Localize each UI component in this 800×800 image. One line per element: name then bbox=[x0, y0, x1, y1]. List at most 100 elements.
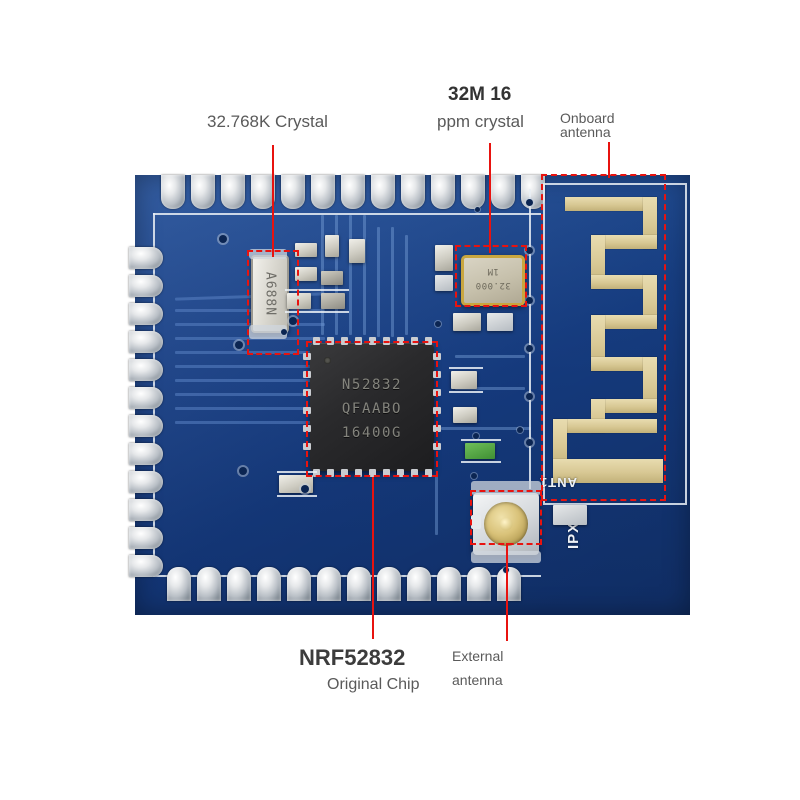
smd-component bbox=[487, 313, 513, 331]
via bbox=[526, 199, 533, 206]
castellated-pad bbox=[129, 331, 163, 353]
antenna-keepout-outline bbox=[543, 183, 687, 505]
castellated-pad bbox=[129, 527, 163, 549]
smd-led bbox=[465, 443, 495, 459]
castellated-pad bbox=[129, 247, 163, 269]
via bbox=[239, 467, 247, 475]
chip-pin bbox=[313, 469, 320, 477]
castellated-pad bbox=[257, 567, 281, 601]
silkscreen-ipx-label: IPX bbox=[565, 521, 582, 549]
castellated-pad bbox=[317, 567, 341, 601]
castellated-pad bbox=[347, 567, 371, 601]
castellated-pad bbox=[129, 443, 163, 465]
via bbox=[473, 433, 479, 439]
label-crystal-32m-title: 32M 16 bbox=[448, 84, 512, 105]
pcb-trace bbox=[175, 421, 325, 424]
antenna-feed-pad bbox=[553, 459, 663, 483]
pcb-trace bbox=[455, 355, 525, 358]
smd-component bbox=[321, 293, 345, 309]
castellated-pad bbox=[407, 567, 431, 601]
label-external-antenna-subtitle: antenna bbox=[452, 672, 503, 688]
antenna-segment bbox=[591, 275, 657, 289]
castellated-pad bbox=[497, 567, 521, 601]
leader-line-crystal-32m bbox=[489, 143, 491, 253]
highlight-box-crystal-32768 bbox=[247, 250, 299, 355]
chip-pin bbox=[327, 469, 334, 477]
chip-pin bbox=[369, 469, 376, 477]
onboard-antenna-trace bbox=[529, 183, 687, 505]
castellated-pad bbox=[129, 499, 163, 521]
silkscreen-outline bbox=[529, 189, 531, 489]
smd-component bbox=[435, 245, 453, 271]
nrf52832-chip: N52832 QFAABO 16400G bbox=[310, 343, 434, 471]
castellated-pad bbox=[431, 175, 455, 209]
smd-component bbox=[435, 275, 453, 291]
smd-component bbox=[553, 505, 587, 525]
castellated-pad bbox=[371, 175, 395, 209]
silkscreen-outline bbox=[277, 495, 317, 497]
castellated-pad bbox=[467, 567, 491, 601]
castellated-pad bbox=[437, 567, 461, 601]
pcb-trace bbox=[175, 323, 325, 326]
castellated-pad bbox=[167, 567, 191, 601]
via bbox=[289, 317, 297, 325]
label-crystal-32m-subtitle: ppm crystal bbox=[437, 112, 524, 131]
castellated-pad bbox=[251, 175, 275, 209]
castellated-pad bbox=[311, 175, 335, 209]
chip-pin bbox=[341, 469, 348, 477]
castellated-pad bbox=[129, 415, 163, 437]
castellated-pad bbox=[129, 387, 163, 409]
pcb-trace bbox=[363, 215, 366, 335]
pcb-module: ANT1 IPX A688N 1M 32.000 N52832 QFAABO bbox=[129, 175, 690, 615]
silkscreen-outline bbox=[461, 439, 501, 441]
smd-component bbox=[349, 239, 365, 263]
silkscreen-outline bbox=[285, 289, 349, 291]
smd-component bbox=[287, 293, 311, 309]
castellated-pad bbox=[377, 567, 401, 601]
castellated-pad bbox=[227, 567, 251, 601]
pcb-trace bbox=[175, 393, 325, 396]
label-external-antenna-title: External bbox=[452, 648, 504, 664]
silkscreen-outline bbox=[461, 461, 501, 463]
castellated-pad bbox=[129, 471, 163, 493]
castellated-pad bbox=[221, 175, 245, 209]
pcb-trace bbox=[391, 227, 394, 337]
smd-component bbox=[325, 235, 339, 257]
castellated-pad bbox=[161, 175, 185, 209]
leader-line-onboard-antenna bbox=[608, 142, 610, 178]
antenna-segment bbox=[565, 197, 657, 211]
highlight-box-onboard-antenna bbox=[541, 174, 666, 501]
pcb-trace bbox=[175, 365, 325, 368]
castellated-pad bbox=[129, 359, 163, 381]
pcb-trace bbox=[175, 407, 325, 410]
smd-component bbox=[295, 267, 317, 281]
chip-marking-line3: 16400G bbox=[341, 425, 403, 441]
via bbox=[526, 439, 533, 446]
smd-component bbox=[295, 243, 317, 257]
via bbox=[475, 207, 480, 212]
ipx-gold-ring bbox=[484, 502, 528, 546]
castellated-pad bbox=[129, 303, 163, 325]
castellated-pad bbox=[461, 175, 485, 209]
pcb-trace bbox=[455, 387, 525, 390]
pcb-trace bbox=[405, 235, 408, 335]
pcb-trace bbox=[377, 227, 380, 337]
solder-joint bbox=[249, 249, 287, 259]
label-main-chip-title: NRF52832 bbox=[299, 645, 406, 670]
via bbox=[219, 235, 227, 243]
pcb-trace bbox=[175, 309, 325, 312]
castellated-pad bbox=[129, 275, 163, 297]
crystal-32mhz: 1M 32.000 bbox=[461, 255, 525, 306]
pcb-trace bbox=[175, 379, 325, 382]
smd-component bbox=[453, 313, 481, 331]
antenna-segment bbox=[553, 419, 657, 433]
castellated-pad bbox=[197, 567, 221, 601]
via bbox=[281, 329, 287, 335]
castellated-pad bbox=[287, 567, 311, 601]
antenna-segment bbox=[553, 419, 567, 469]
via bbox=[526, 345, 533, 352]
highlight-box-crystal-32m bbox=[455, 245, 527, 307]
castellated-pad bbox=[191, 175, 215, 209]
via bbox=[471, 473, 477, 479]
chip-marking-line1: N52832 bbox=[341, 377, 403, 393]
